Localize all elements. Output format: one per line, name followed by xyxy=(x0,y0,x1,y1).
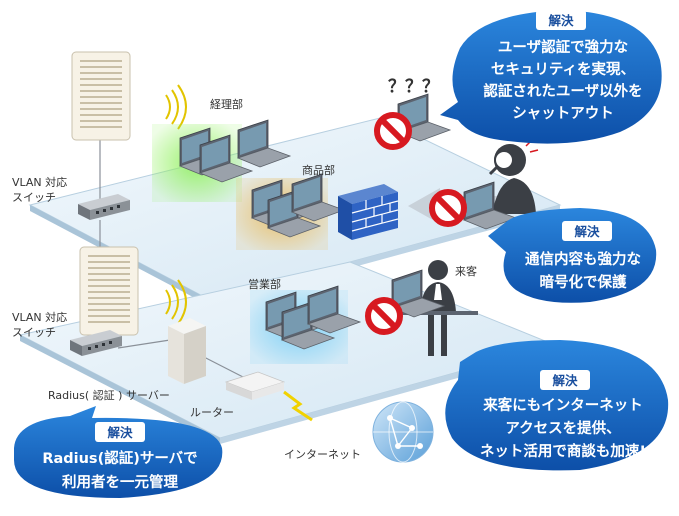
bubble-radius: 解決 Radius(認証)サーバで 利用者を一元管理 xyxy=(14,406,223,498)
wifi-waves-icon xyxy=(165,279,187,325)
visitor-person-icon xyxy=(394,260,478,356)
wifi-waves-icon xyxy=(165,84,187,130)
dept-sales-label: 営業部 xyxy=(248,277,281,291)
prohibited-icon xyxy=(368,300,400,332)
bubble-line: アクセスを提供、 xyxy=(505,419,620,437)
bubble-line: 通信内容も強力な xyxy=(525,250,641,268)
dept-accounting-label: 経理部 xyxy=(210,97,243,111)
bubble-auth: 解決 ユーザ認証で強力な セキュリティを実現、 認証されたユーザ以外を シャット… xyxy=(440,10,662,144)
bubble-encrypt: 解決 通信内容も強力な 暗号化で保護 xyxy=(488,208,657,303)
vlan-switch-label-1a: VLAN 対応 xyxy=(12,175,67,189)
access-point-icon xyxy=(79,246,139,336)
bubble-line: 認証されたユーザ以外を xyxy=(483,82,642,100)
bubble-line: 利用者を一元管理 xyxy=(62,473,178,491)
router-icon xyxy=(224,371,286,400)
router-label: ルーター xyxy=(190,406,234,419)
eavesdropper-icon xyxy=(488,135,539,214)
visitor-label: 来客 xyxy=(455,264,477,278)
badge-label: 解決 xyxy=(548,13,574,28)
server-tower-icon xyxy=(168,318,206,384)
bubble-line: Radius(認証)サーバで xyxy=(42,449,197,467)
access-point-icon xyxy=(71,51,131,141)
bubble-line: 暗号化で保護 xyxy=(540,273,627,291)
bubble-line: ネット活用で商談も加速! xyxy=(480,442,646,460)
bubble-line: 来客にもインターネット xyxy=(482,396,643,414)
prohibited-icon xyxy=(432,192,464,224)
bubble-line: ユーザ認証で強力な xyxy=(498,38,628,56)
badge-label: 解決 xyxy=(574,224,600,239)
firewall-icon xyxy=(338,184,399,240)
internet-label: インターネット xyxy=(284,448,361,461)
prohibited-icon xyxy=(377,115,409,147)
bubble-line: シャットアウト xyxy=(512,105,614,122)
bubble-line: セキュリティを実現、 xyxy=(491,60,635,78)
vlan-switch-label-1b: スイッチ xyxy=(12,191,56,204)
lightning-link xyxy=(283,390,313,422)
dept-product-label: 商品部 xyxy=(302,163,335,177)
badge-label: 解決 xyxy=(552,373,578,388)
globe-network-icon xyxy=(372,401,434,463)
bubble-visitor: 解決 来客にもインターネット アクセスを提供、 ネット活用で商談も加速! xyxy=(445,340,669,471)
vlan-switch-label-2b: スイッチ xyxy=(12,326,56,339)
question-marks: ？？？ xyxy=(388,77,439,97)
badge-label: 解決 xyxy=(107,425,133,440)
radius-server-label: Radius( 認証 ) サーバー xyxy=(48,388,170,402)
vlan-switch-label-2a: VLAN 対応 xyxy=(12,310,67,324)
